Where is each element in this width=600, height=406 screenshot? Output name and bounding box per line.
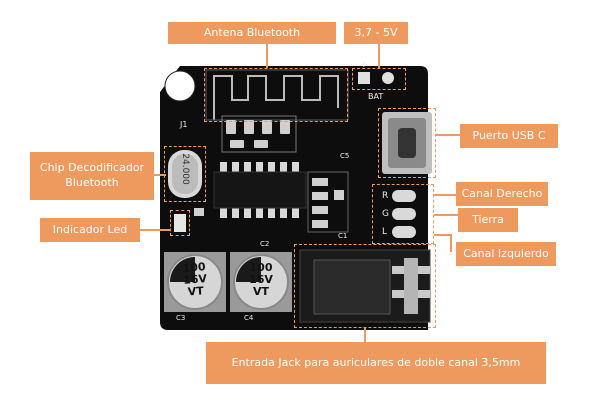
leader-chip: [152, 174, 166, 176]
label-ground: Tierra: [458, 208, 518, 232]
leader-left: [434, 234, 452, 236]
usb-highlight: [378, 108, 436, 178]
capacitor-left: [164, 252, 226, 312]
silkscreen-bat: BAT: [368, 92, 384, 101]
silkscreen-cap-right: 100 16V VT: [249, 261, 273, 298]
power-pads: [358, 72, 394, 84]
chip-highlight: [164, 146, 206, 202]
silkscreen-r: R: [382, 191, 389, 201]
leader-left-vert: [450, 234, 452, 252]
audio-jack: [299, 249, 431, 323]
silkscreen-c4: C4: [244, 314, 254, 322]
leader-voltage: [378, 44, 380, 68]
leader-usb: [436, 134, 460, 136]
silkscreen-c2: C2: [260, 240, 270, 248]
silkscreen-cap-left: 100 16V VT: [182, 260, 208, 299]
label-voltage: 3,7 - 5V: [344, 22, 408, 44]
audio-pads-highlight: [372, 184, 434, 244]
label-antenna: Antena Bluetooth: [168, 22, 336, 44]
leader-ground: [434, 214, 460, 216]
label-led: Indicador Led: [40, 218, 140, 242]
crystal-oscillator: [168, 150, 202, 198]
label-jack: Entrada Jack para auriculares de doble c…: [206, 342, 546, 384]
leader-jack: [364, 328, 366, 342]
silkscreen-c5: C5: [340, 152, 350, 160]
power-highlight: [352, 68, 406, 90]
usb-c-port: [382, 112, 432, 174]
label-right-channel: Canal Derecho: [456, 182, 548, 206]
mounting-hole: [165, 71, 195, 101]
label-usb: Puerto USB C: [460, 124, 558, 148]
capacitor-right: [230, 252, 292, 312]
label-chip: Chip Decodificador Bluetooth: [30, 152, 154, 200]
leader-led: [140, 229, 170, 231]
jack-highlight: [294, 244, 436, 328]
smd-components: [226, 120, 290, 148]
silkscreen-g: G: [382, 209, 389, 219]
silkscreen-c1: C1: [338, 232, 348, 240]
label-left-channel: Canal Izquierdo: [456, 242, 556, 266]
silkscreen-c3: C3: [176, 314, 186, 322]
antenna-trace: [213, 75, 339, 120]
antenna-highlight: [204, 68, 348, 122]
silkscreen-plus: +: [360, 60, 368, 70]
leader-right: [434, 194, 458, 196]
leader-antenna: [266, 44, 268, 68]
silkscreen-l: L: [382, 227, 388, 237]
silkscreen-j1: J1: [180, 120, 188, 129]
decoder-chip: [213, 162, 307, 218]
led-highlight: [170, 210, 190, 236]
led: [174, 208, 204, 232]
audio-pads: [392, 190, 416, 238]
